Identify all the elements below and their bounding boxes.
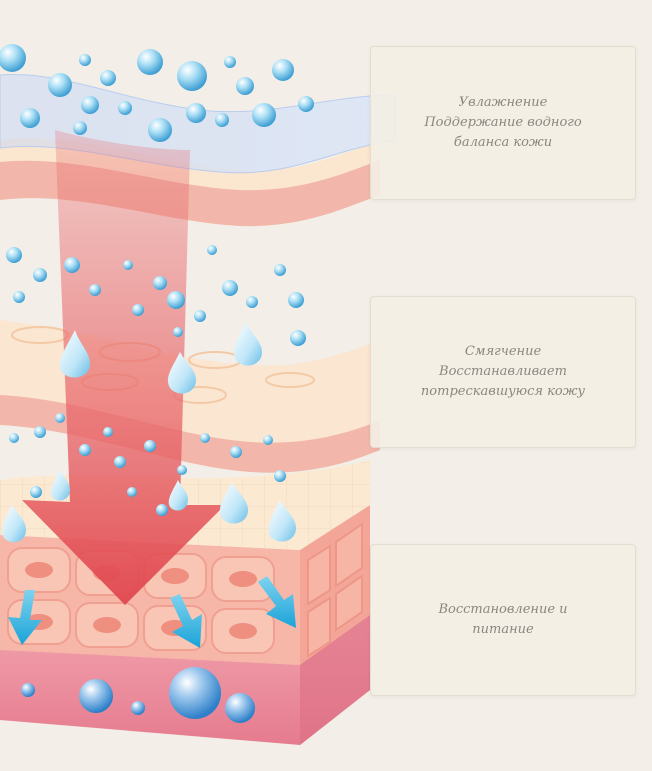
card-restoration-text-1: Восстановление и — [438, 602, 568, 617]
absorption-arrows — [8, 576, 296, 648]
card-moisturizing-text-1: Поддержание водного — [424, 115, 582, 130]
penetration-arrow — [22, 130, 225, 605]
card-softening: Смягчение Восстанавливает потрескавшуюся… — [370, 296, 636, 448]
water-drops — [2, 322, 296, 543]
card-softening-text-1: Восстанавливает — [439, 364, 567, 379]
water-bubbles — [0, 44, 314, 723]
card-restoration-text-2: питание — [472, 622, 534, 637]
card-softening-title: Смягчение — [464, 344, 542, 359]
card-restoration: Восстановление и питание — [370, 544, 636, 696]
card-moisturizing: Увлажнение Поддержание водного баланса к… — [370, 46, 636, 200]
card-moisturizing-text-2: баланса кожи — [453, 135, 553, 150]
layer-middle — [0, 320, 382, 473]
card-moisturizing-title: Увлажнение — [458, 95, 548, 110]
card-softening-text-2: потрескавшуюся кожу — [420, 384, 586, 399]
